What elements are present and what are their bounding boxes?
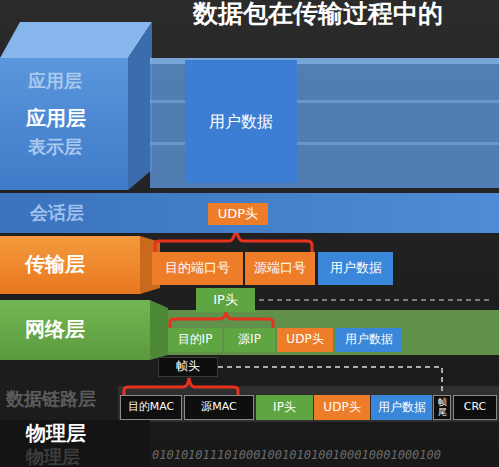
- header-tag: IP头: [196, 288, 255, 312]
- header-field: IP头: [256, 395, 313, 420]
- field-label: 目的端口号: [165, 261, 230, 275]
- layer-block: 应用层应用层表示层: [0, 58, 128, 190]
- layer-block: 传输层: [0, 236, 140, 294]
- block-side-face: [128, 22, 152, 190]
- dashed-connector: [218, 367, 442, 395]
- block-top-face: [0, 22, 152, 58]
- data-field: 用户数据: [336, 328, 402, 352]
- field-label: UDP头: [323, 401, 360, 414]
- layer-band: [168, 310, 499, 355]
- header-field: UDP头: [314, 395, 370, 420]
- layer-band: [150, 58, 499, 188]
- layer-label: 会话层: [30, 202, 84, 224]
- layer-label: 应用层: [28, 70, 82, 92]
- layer-label: 表示层: [28, 136, 82, 158]
- header-field: UDP头: [277, 328, 333, 352]
- layer-label: 物理层: [26, 421, 86, 445]
- data-field: 用户数据: [185, 60, 297, 183]
- layer-block: 网络层: [0, 300, 150, 360]
- field-label: IP头: [213, 293, 238, 307]
- field-label: 源端口号: [254, 261, 306, 275]
- field-label: 帧尾: [438, 398, 447, 418]
- field-label: IP头: [273, 401, 296, 414]
- layer-block: 数据链路层: [0, 380, 118, 420]
- data-field: 用户数据: [371, 395, 432, 420]
- field-label: 用户数据: [345, 333, 393, 346]
- field-label: 帧头: [176, 360, 200, 373]
- field-label: 源IP: [238, 333, 261, 346]
- layer-band: [118, 386, 499, 422]
- block-side-face: [150, 300, 168, 360]
- layer-label: 传输层: [25, 252, 85, 276]
- field-label: 目的IP: [178, 333, 213, 346]
- layer-label: 数据链路层: [6, 388, 96, 410]
- layer-label: 物理层: [26, 447, 80, 467]
- header-field: 源IP: [224, 328, 275, 352]
- header-field: 源MAC: [184, 395, 254, 420]
- bit-stream: 0101010111010001001010100100010001000100: [152, 449, 441, 462]
- guide-line: [259, 299, 490, 300]
- header-field: 源端口号: [245, 252, 315, 285]
- field-label: 用户数据: [209, 113, 273, 131]
- header-field: 目的IP: [168, 328, 222, 352]
- field-label: UDP头: [218, 207, 258, 221]
- field-label: 用户数据: [330, 261, 382, 275]
- layer-label: 应用层: [26, 106, 86, 130]
- bracket: [170, 313, 273, 328]
- title: 数据包在传输过程中的: [193, 0, 443, 29]
- header-field: 目的端口号: [152, 252, 243, 285]
- trailer-field: CRC: [453, 395, 497, 420]
- layer-label: 网络层: [25, 317, 85, 341]
- bracket: [124, 378, 238, 395]
- field-label: 目的MAC: [128, 401, 175, 413]
- trailer-field: 帧尾: [433, 395, 451, 420]
- data-field: 用户数据: [318, 252, 393, 285]
- header-tag: UDP头: [208, 203, 268, 225]
- field-label: 用户数据: [378, 401, 426, 414]
- header-tag: 帧头: [158, 357, 218, 377]
- header-field: 目的MAC: [120, 395, 182, 420]
- field-label: CRC: [464, 401, 486, 413]
- field-label: UDP头: [286, 333, 323, 346]
- field-label: 源MAC: [201, 401, 237, 413]
